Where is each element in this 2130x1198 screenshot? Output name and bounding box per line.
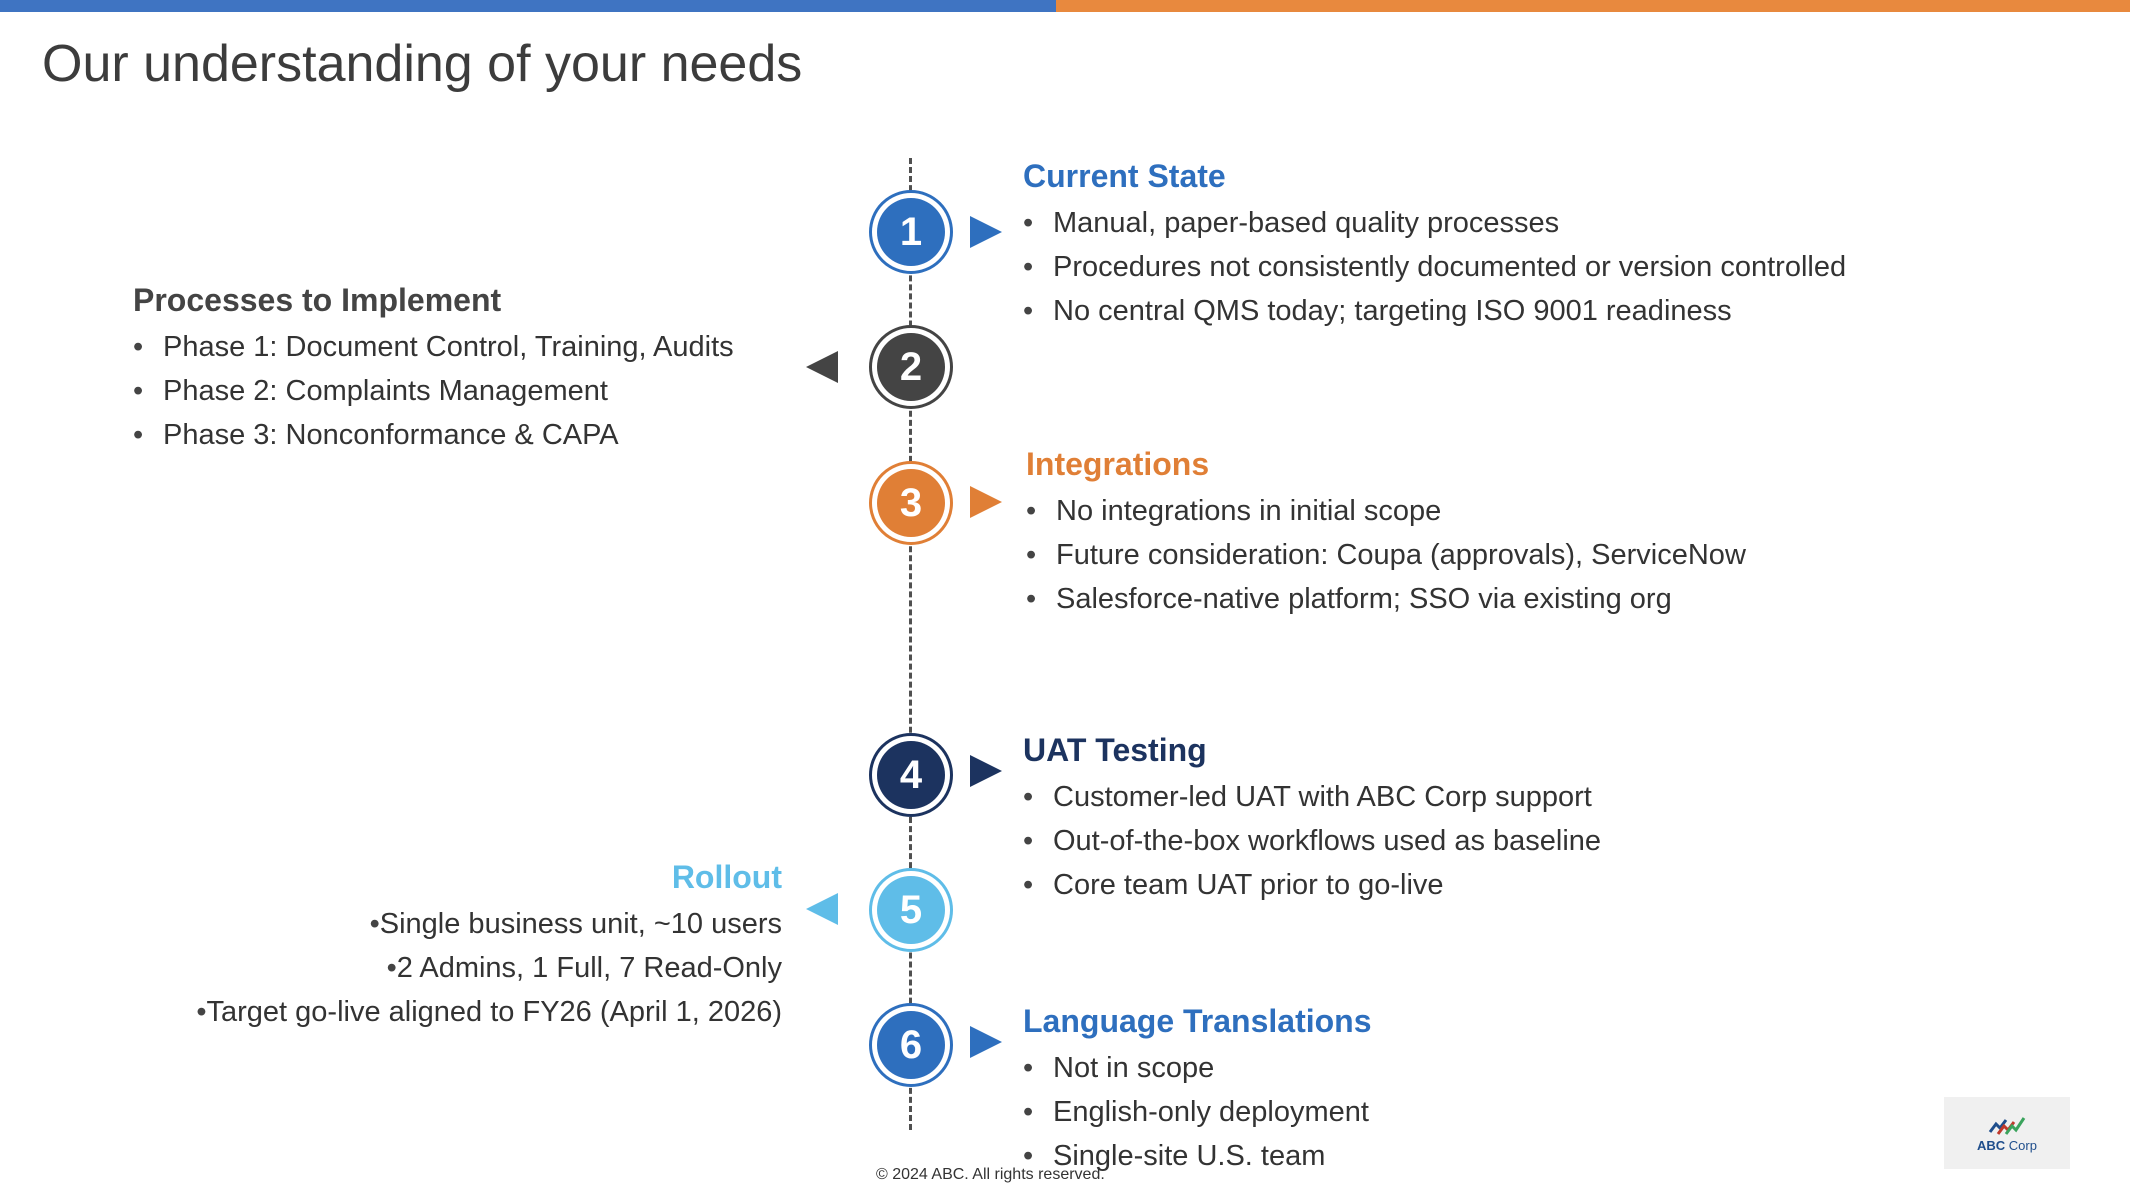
timeline-dashed-line: [909, 158, 912, 1130]
list-item: Customer-led UAT with ABC Corp support: [1023, 775, 1601, 819]
list-item: Salesforce-native platform; SSO via exis…: [1026, 577, 1746, 621]
step-2-arrow-left-icon: [806, 351, 838, 383]
list-item: Not in scope: [1023, 1046, 1372, 1090]
processes-section: Processes to Implement Phase 1: Document…: [133, 282, 734, 457]
step-5-arrow-left-icon: [806, 893, 838, 925]
integrations-section: Integrations No integrations in initial …: [1026, 446, 1746, 621]
list-item: Manual, paper-based quality processes: [1023, 201, 1846, 245]
integrations-list: No integrations in initial scope Future …: [1026, 489, 1746, 621]
list-item: Single business unit, ~10 users: [177, 902, 782, 946]
rollout-section: Rollout Single business unit, ~10 users …: [177, 859, 782, 1034]
current-state-section: Current State Manual, paper-based qualit…: [1023, 158, 1846, 333]
list-item: No integrations in initial scope: [1026, 489, 1746, 533]
list-item: Procedures not consistently documented o…: [1023, 245, 1846, 289]
step-3-circle: 3: [869, 461, 953, 545]
step-1-arrow-right-icon: [970, 216, 1002, 248]
top-accent-bar: [0, 0, 2130, 12]
current-state-heading: Current State: [1023, 158, 1226, 194]
step-6-circle: 6: [869, 1003, 953, 1087]
step-1-circle: 1: [869, 190, 953, 274]
copyright-footer: © 2024 ABC. All rights reserved.: [876, 1166, 1105, 1183]
rollout-heading: Rollout: [671, 859, 782, 895]
list-item: Core team UAT prior to go-live: [1023, 863, 1601, 907]
abc-corp-logo-icon: [1988, 1116, 2026, 1135]
list-item: English-only deployment: [1023, 1090, 1372, 1134]
processes-list: Phase 1: Document Control, Training, Aud…: [133, 325, 734, 457]
step-4-circle: 4: [869, 733, 953, 817]
list-item: Phase 3: Nonconformance & CAPA: [133, 413, 734, 457]
uat-testing-section: UAT Testing Customer-led UAT with ABC Co…: [1023, 732, 1601, 907]
step-3-arrow-right-icon: [970, 486, 1002, 518]
step-4-number: 4: [877, 741, 945, 809]
top-bar-blue-segment: [0, 0, 1056, 12]
page-title: Our understanding of your needs: [42, 35, 803, 93]
language-translations-heading: Language Translations: [1023, 1003, 1372, 1039]
list-item: Phase 2: Complaints Management: [133, 369, 734, 413]
step-2-circle: 2: [869, 325, 953, 409]
step-4-arrow-right-icon: [970, 755, 1002, 787]
list-item: 2 Admins, 1 Full, 7 Read-Only: [177, 946, 782, 990]
step-5-number: 5: [877, 876, 945, 944]
step-1-number: 1: [877, 198, 945, 266]
list-item: Future consideration: Coupa (approvals),…: [1026, 533, 1746, 577]
rollout-list: Single business unit, ~10 users 2 Admins…: [177, 902, 782, 1034]
top-bar-orange-segment: [1056, 0, 2130, 12]
processes-heading: Processes to Implement: [133, 282, 502, 318]
language-translations-section: Language Translations Not in scope Engli…: [1023, 1003, 1372, 1178]
language-translations-list: Not in scope English-only deployment Sin…: [1023, 1046, 1372, 1178]
abc-corp-logo: ABC Corp: [1944, 1097, 2070, 1169]
step-5-circle: 5: [869, 868, 953, 952]
uat-testing-list: Customer-led UAT with ABC Corp support O…: [1023, 775, 1601, 907]
logo-suffix: Corp: [2008, 1137, 2037, 1153]
step-6-arrow-right-icon: [970, 1026, 1002, 1058]
step-6-number: 6: [877, 1011, 945, 1079]
current-state-list: Manual, paper-based quality processes Pr…: [1023, 201, 1846, 333]
list-item: Phase 1: Document Control, Training, Aud…: [133, 325, 734, 369]
list-item: Out-of-the-box workflows used as baselin…: [1023, 819, 1601, 863]
integrations-heading: Integrations: [1026, 446, 1210, 482]
logo-name: ABC: [1977, 1137, 2006, 1153]
uat-testing-heading: UAT Testing: [1023, 732, 1207, 768]
list-item: Target go-live aligned to FY26 (April 1,…: [177, 990, 782, 1034]
list-item: No central QMS today; targeting ISO 9001…: [1023, 289, 1846, 333]
step-3-number: 3: [877, 469, 945, 537]
step-2-number: 2: [877, 333, 945, 401]
list-item: Single-site U.S. team: [1023, 1134, 1372, 1178]
logo-text: ABC Corp: [1977, 1138, 2037, 1153]
